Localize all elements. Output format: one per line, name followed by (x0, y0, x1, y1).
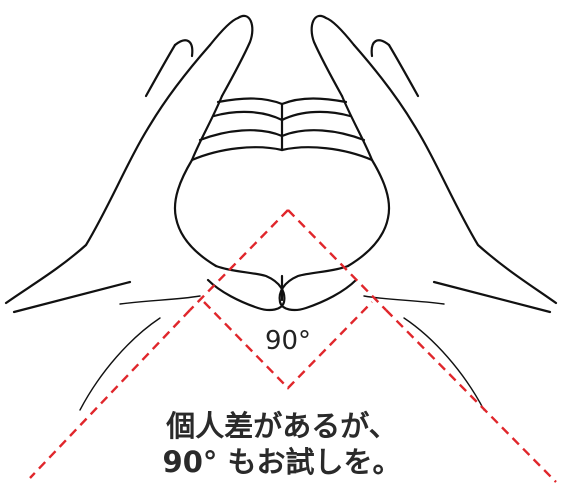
guide-outer-left (29, 309, 191, 479)
right-hand-outer-edge (352, 43, 558, 305)
right-index-tip (310, 14, 344, 98)
left-hand-outer-edge (4, 43, 212, 305)
caption: 個人差があるが、 90° もお試しを。 (0, 408, 564, 480)
left-fingertips-upper (216, 97, 284, 106)
left-finger-back-tip (173, 39, 194, 58)
touching-fingertips-icon (190, 97, 374, 302)
left-hand-icon (4, 14, 286, 411)
left-fingertips-lower (198, 129, 284, 142)
right-index-top (324, 16, 356, 47)
right-thumb (278, 264, 358, 312)
right-palm-curve (346, 158, 391, 268)
left-thumb (206, 264, 286, 312)
left-heel-line (119, 295, 201, 305)
right-fingertips-upper (280, 97, 348, 106)
guide-outer-right (385, 309, 557, 483)
guide-upper-left (189, 209, 289, 311)
right-forearm-line (403, 317, 485, 411)
right-hand-icon (278, 14, 558, 411)
caption-line-2: 90° もお試しを。 (162, 445, 402, 479)
left-index-inner (190, 94, 224, 162)
right-index-inner (340, 94, 374, 162)
right-angle-guide-icon (29, 209, 557, 483)
left-wrist-line (12, 280, 132, 314)
caption-line-1: 個人差があるが、 (166, 409, 398, 443)
left-finger-back (144, 43, 177, 98)
guide-right-angle (203, 301, 373, 390)
right-finger-back-tip (370, 39, 391, 58)
right-fingertips-base (280, 146, 374, 162)
guide-upper-right (287, 209, 387, 311)
right-wrist-line (432, 280, 552, 314)
right-finger-back (387, 43, 420, 98)
angle-label: 90° (264, 326, 312, 356)
left-forearm-line (79, 317, 161, 411)
right-fingertips-lower (280, 129, 366, 142)
left-palm-curve (173, 158, 218, 268)
left-index-tip (220, 14, 254, 98)
right-heel-line (363, 295, 445, 305)
left-fingertips-mid (212, 110, 284, 122)
left-fingertips-base (190, 146, 284, 162)
right-fingertips-mid (280, 110, 352, 122)
left-index-top (208, 16, 240, 47)
